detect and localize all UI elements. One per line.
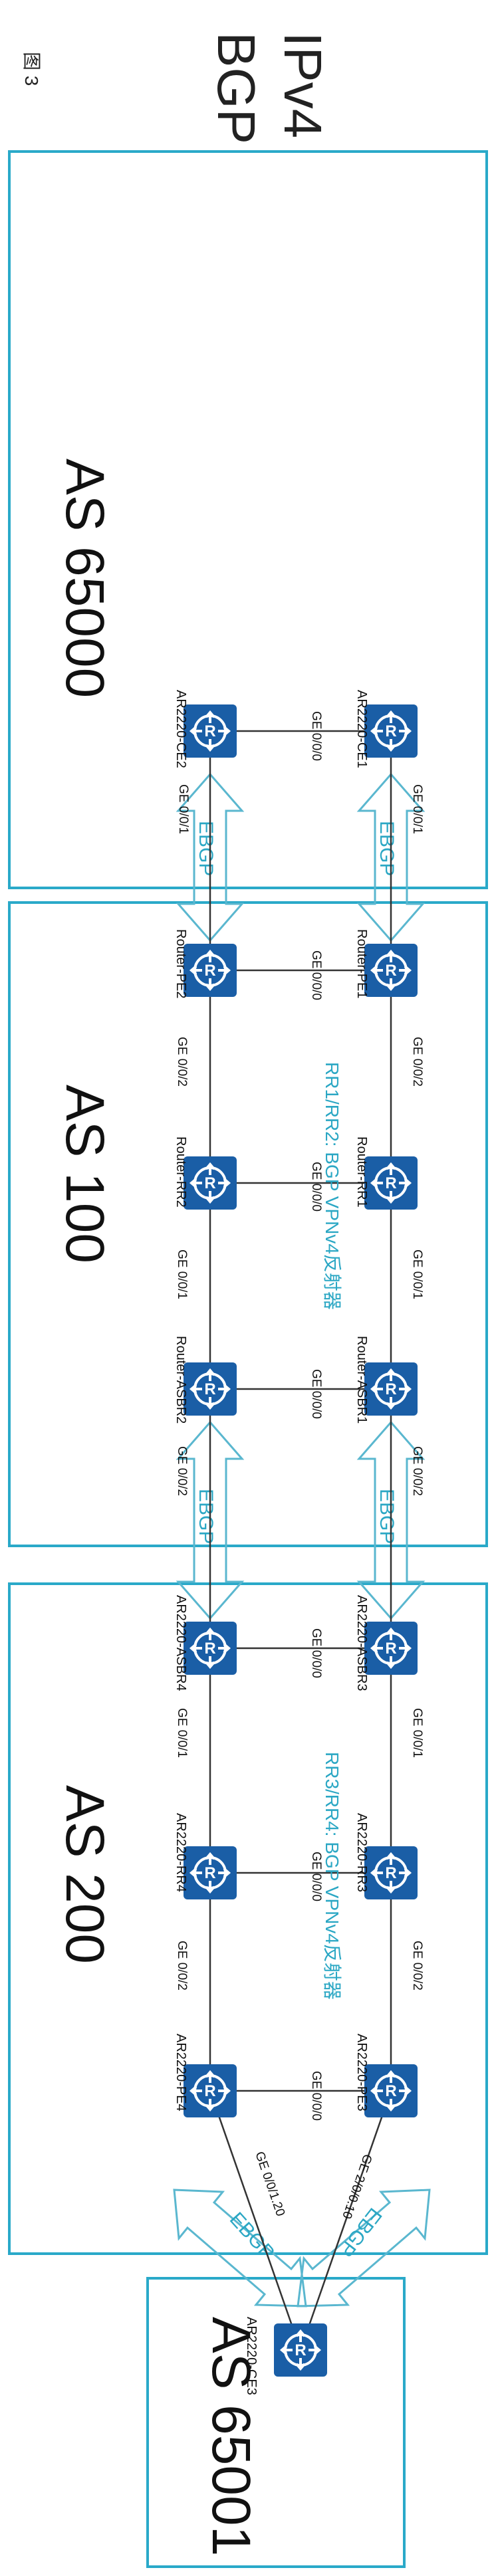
router-asbr3-label: AR2220-ASBR3 [354, 1595, 369, 1691]
link-pe4-ce3 [209, 2090, 302, 2351]
if-pe1-rr1: GE 0/0/2 [410, 1037, 424, 1087]
if-asbr1-asbr2: GE 0/0/0 [309, 1369, 323, 1419]
router-pe3-label: AR2220-PE3 [354, 2034, 369, 2111]
as65001-box [146, 2277, 406, 2568]
router-rr1-icon[interactable] [364, 1156, 418, 1210]
if-asbr4-rr4: GE 0/0/1 [175, 1708, 189, 1758]
if-rr2-asbr2: GE 0/0/1 [175, 1249, 189, 1299]
figure-label: 图 3 [21, 52, 42, 86]
if-asbr2-asbr4: GE 0/0/2 [175, 1446, 189, 1496]
title-ipv4: IPv4 [273, 32, 332, 138]
ebgp-arrow-pe4-ce3 [173, 2189, 307, 2308]
if-rr3-pe3: GE 0/0/2 [410, 1941, 424, 1990]
router-pe1-icon[interactable] [364, 944, 418, 997]
if-ce1-ce2: GE 0/0/0 [309, 711, 323, 761]
router-pe2-label: Router-PE2 [174, 929, 188, 999]
router-rr3-icon[interactable] [364, 1846, 418, 1899]
router-asbr1-label: Router-ASBR1 [354, 1336, 369, 1424]
rr-note-as200: RR3/RR4: BGP VPNv4反射器 [322, 1752, 342, 2000]
router-pe4-label: AR2220-PE4 [174, 2034, 188, 2111]
router-rr2-icon[interactable] [184, 1156, 237, 1210]
router-rr4-label: AR2220-RR4 [174, 1813, 188, 1892]
router-ce1-label: AR2220-CE1 [354, 690, 369, 768]
router-asbr3-icon[interactable] [364, 1622, 418, 1675]
as200-box [8, 1582, 488, 2255]
router-ce3-label: AR2220-CE3 [244, 2317, 259, 2395]
router-pe2-icon[interactable] [184, 944, 237, 997]
ebgp-label-4: EBGP [376, 1489, 398, 1544]
as200-label: AS 200 [55, 1785, 115, 1964]
router-asbr1-icon[interactable] [364, 1362, 418, 1416]
rr-note-as100: RR1/RR2: BGP VPNv4反射器 [322, 1062, 342, 1310]
router-rr4-icon[interactable] [184, 1846, 237, 1899]
if-ce1-pe1: GE 0/0/1 [410, 784, 424, 834]
ebgp-arrow-pe3-ce3 [297, 2189, 431, 2308]
if-asbr1-asbr3: GE 0/0/2 [410, 1446, 424, 1496]
as100-label: AS 100 [55, 1085, 115, 1263]
if-pe2-rr2: GE 0/0/2 [175, 1037, 189, 1087]
router-ce2-label: AR2220-CE2 [174, 690, 188, 768]
router-ce3-icon[interactable] [274, 2323, 327, 2377]
if-pe4-ce3: GE 0/0/1.20 [252, 2150, 287, 2218]
if-rr1-rr2: GE 0/0/0 [309, 1162, 323, 1212]
router-asbr4-icon[interactable] [184, 1622, 237, 1675]
as65001-label: AS 65001 [201, 2317, 261, 2556]
router-asbr4-label: AR2220-ASBR4 [174, 1595, 188, 1691]
router-pe3-icon[interactable] [364, 2064, 418, 2117]
router-rr1-label: Router-RR1 [354, 1136, 369, 1208]
ebgp-label-3: EBGP [195, 1489, 217, 1544]
if-rr4-pe4: GE 0/0/2 [175, 1941, 189, 1990]
if-ce2-pe2: GE 0/0/1 [176, 784, 190, 834]
router-ce2-icon[interactable] [184, 704, 237, 758]
ebgp-label-5: EBGP [225, 2208, 279, 2264]
router-asbr2-icon[interactable] [184, 1362, 237, 1416]
if-pe1-pe2: GE 0/0/0 [309, 950, 323, 1000]
if-asbr3-asbr4: GE 0/0/0 [309, 1628, 323, 1678]
as100-box [8, 901, 488, 1547]
router-asbr2-label: Router-ASBR2 [174, 1336, 188, 1424]
router-rr3-label: AR2220-RR3 [354, 1813, 369, 1892]
router-ce1-icon[interactable] [364, 704, 418, 758]
ebgp-label-1: EBGP [195, 821, 217, 876]
as65000-label: AS 65000 [55, 459, 115, 698]
router-rr2-label: Router-RR2 [174, 1136, 188, 1208]
if-asbr3-rr3: GE 0/0/1 [410, 1708, 424, 1758]
as65000-box [8, 150, 488, 889]
router-pe4-icon[interactable] [184, 2064, 237, 2117]
if-pe3-pe4: GE 0/0/0 [309, 2071, 323, 2121]
title: IPv4 BGP 图 3 [21, 32, 332, 144]
ebgp-label-2: EBGP [376, 821, 398, 876]
if-rr1-asbr1: GE 0/0/1 [410, 1249, 424, 1299]
router-pe1-label: Router-PE1 [354, 929, 369, 999]
title-bgp: BGP [207, 32, 266, 144]
link-pe3-ce3 [299, 2090, 392, 2351]
if-rr3-rr4: GE 0/0/0 [309, 1852, 323, 1901]
